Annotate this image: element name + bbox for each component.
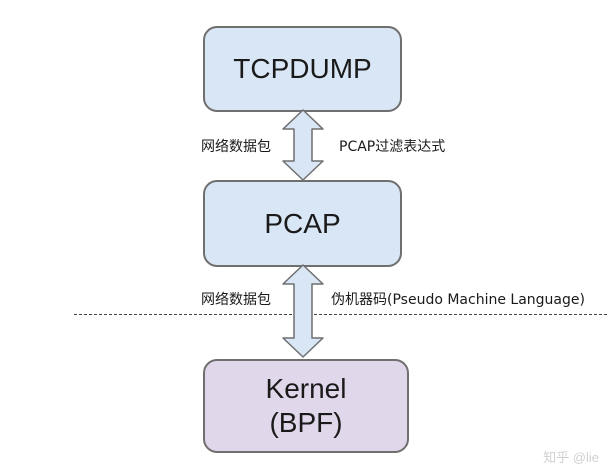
tcpdump-node: TCPDUMP bbox=[203, 26, 402, 112]
pcap-node: PCAP bbox=[203, 180, 402, 267]
edge1-right-label: PCAP过滤表达式 bbox=[339, 139, 446, 155]
kernel-label-line2: (BPF) bbox=[269, 407, 343, 438]
tcpdump-label: TCPDUMP bbox=[233, 53, 372, 84]
edge1-left-label: 网络数据包 bbox=[201, 139, 271, 155]
watermark: 知乎 @lie bbox=[543, 450, 599, 465]
edge2-left-label: 网络数据包 bbox=[201, 292, 271, 308]
kernel-node: Kernel (BPF) bbox=[203, 359, 409, 453]
tcpdump-pcap-double-arrow bbox=[282, 109, 324, 181]
kernel-label-line1: Kernel bbox=[265, 373, 347, 404]
edge2-right-label: 伪机器码(Pseudo Machine Language) bbox=[331, 292, 585, 308]
kernel-user-divider bbox=[74, 314, 607, 315]
pcap-label: PCAP bbox=[264, 207, 341, 239]
pcap-kernel-double-arrow bbox=[282, 264, 324, 358]
